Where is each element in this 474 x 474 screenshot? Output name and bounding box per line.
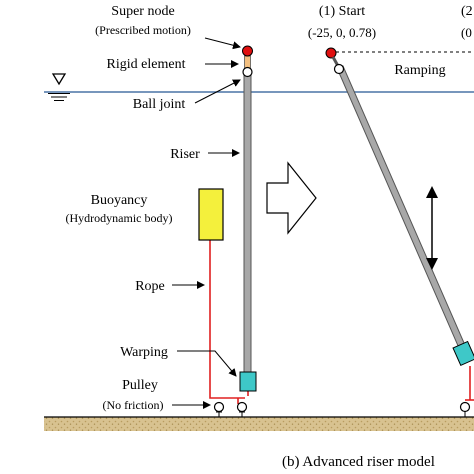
label-ball-joint: Ball joint [133,97,186,112]
warping-box-right [452,340,474,367]
label-warping: Warping [120,345,168,360]
vertical-double-arrow-icon [426,186,438,270]
warping-pointer [177,350,237,377]
label-riser: Riser [170,147,200,162]
pulley-right [236,401,248,413]
warping-box [239,371,257,392]
label-next-step-partial: (2 [461,4,473,19]
right-arrow-icon [266,161,317,235]
ball-joint-start-marker [333,63,345,75]
riser-pipe [243,71,252,379]
label-hydrodynamic-body: (Hydrodynamic body) [66,211,173,225]
label-super-node: Super node [111,4,174,19]
seabed [44,417,474,431]
label-start-coords: (-25, 0, 0.78) [308,25,376,40]
label-ramping: Ramping [394,63,445,78]
rope-line [209,240,245,399]
figure-caption: (b) Advanced riser model [282,454,435,470]
buoyancy-body [198,188,224,241]
water-level-icon [48,73,70,101]
label-rigid-element: Rigid element [107,57,186,72]
ball-joint-pointer [194,79,241,104]
label-buoyancy: Buoyancy [91,193,148,208]
label-no-friction: (No friction) [103,398,164,412]
pulley-left [213,401,225,413]
label-next-coords-partial: (0 [461,25,472,40]
label-rope: Rope [135,279,165,294]
inclined-riser [336,65,469,356]
super-node-pointer [204,37,241,50]
label-start: (1) Start [319,4,365,19]
pulley-right-model [459,401,471,413]
label-prescribed-motion: (Prescribed motion) [95,23,191,37]
label-pulley: Pulley [122,378,158,393]
super-node-start-marker [325,47,337,59]
super-node-marker [242,45,253,57]
ball-joint-marker [242,66,253,78]
